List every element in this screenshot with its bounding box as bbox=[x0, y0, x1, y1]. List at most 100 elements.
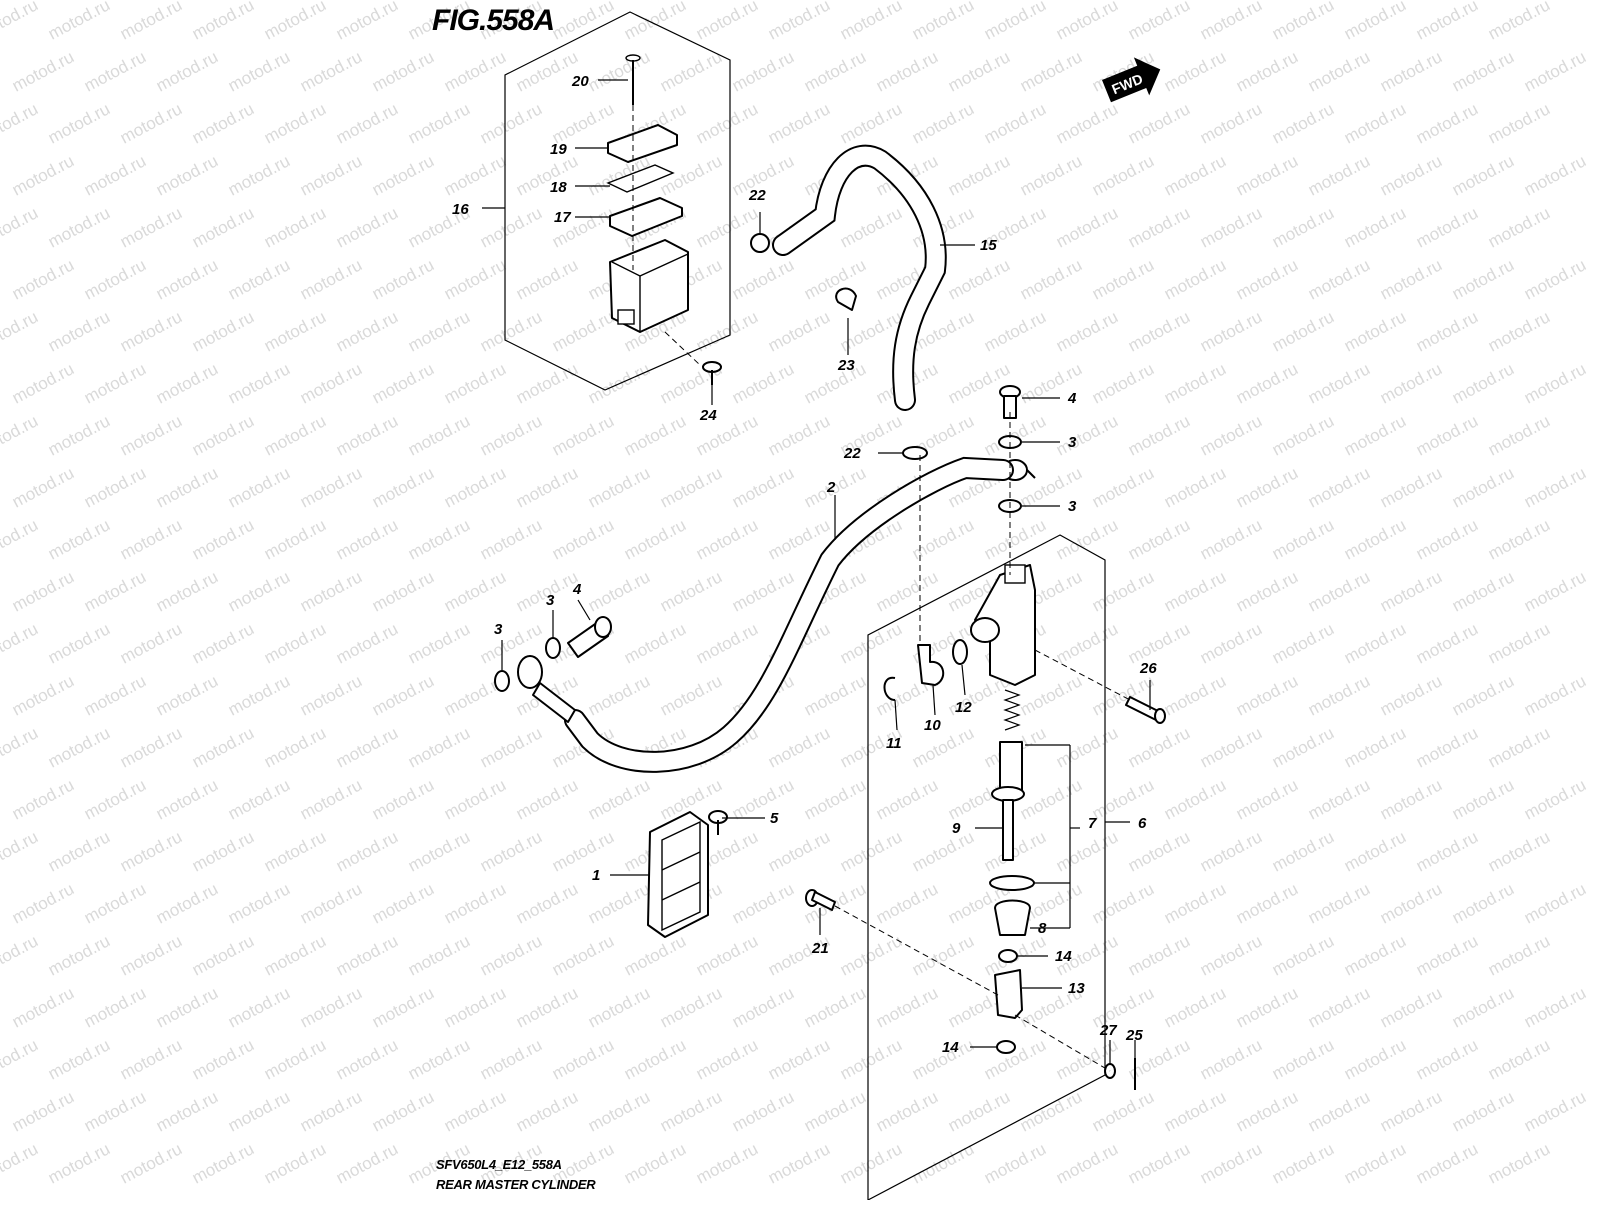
watermark-text: motod.ru bbox=[0, 1035, 41, 1083]
watermark-text: motod.ru bbox=[1089, 1087, 1157, 1135]
callout-27: 27 bbox=[1099, 1022, 1117, 1039]
watermark-text: motod.ru bbox=[1125, 203, 1193, 251]
watermark-text: motod.ru bbox=[1413, 619, 1481, 667]
watermark-text: motod.ru bbox=[369, 151, 437, 199]
watermark-text: motod.ru bbox=[45, 411, 113, 459]
watermark-text: motod.ru bbox=[1017, 47, 1085, 95]
watermark-text: motod.ru bbox=[1053, 619, 1121, 667]
watermark-text: motod.ru bbox=[117, 619, 185, 667]
watermark-text: motod.ru bbox=[729, 463, 797, 511]
watermark-text: motod.ru bbox=[693, 307, 761, 355]
watermark-text: motod.ru bbox=[0, 0, 41, 44]
watermark-text: motod.ru bbox=[1269, 931, 1337, 979]
watermark-text: motod.ru bbox=[225, 567, 293, 615]
watermark-text: motod.ru bbox=[333, 1035, 401, 1083]
watermark-text: motod.ru bbox=[189, 827, 257, 875]
watermark-text: motod.ru bbox=[369, 567, 437, 615]
watermark-text: motod.ru bbox=[1053, 411, 1121, 459]
watermark-text: motod.ru bbox=[1377, 47, 1445, 95]
callout-10: 10 bbox=[924, 717, 941, 734]
watermark-text: motod.ru bbox=[1017, 151, 1085, 199]
reservoir-body bbox=[609, 239, 689, 333]
watermark-text: motod.ru bbox=[801, 983, 869, 1031]
watermark-text: motod.ru bbox=[189, 99, 257, 147]
watermark-text: motod.ru bbox=[477, 411, 545, 459]
watermark-text: motod.ru bbox=[621, 515, 689, 563]
watermark-text: motod.ru bbox=[1449, 671, 1517, 719]
watermark-text: motod.ru bbox=[801, 1087, 869, 1135]
watermark-text: motod.ru bbox=[1521, 1087, 1589, 1135]
watermark-text: motod.ru bbox=[297, 1087, 365, 1135]
watermark-text: motod.ru bbox=[1377, 983, 1445, 1031]
watermark-text: motod.ru bbox=[189, 203, 257, 251]
watermark-text: motod.ru bbox=[9, 879, 77, 927]
watermark-text: motod.ru bbox=[621, 1139, 689, 1187]
watermark-text: motod.ru bbox=[1233, 879, 1301, 927]
watermark-text: motod.ru bbox=[81, 567, 149, 615]
watermark-text: motod.ru bbox=[1161, 983, 1229, 1031]
watermark-text: motod.ru bbox=[981, 515, 1049, 563]
part-13-clevis bbox=[994, 969, 1023, 1019]
watermark-text: motod.ru bbox=[1413, 1035, 1481, 1083]
watermark-text: motod.ru bbox=[261, 203, 329, 251]
watermark-text: motod.ru bbox=[261, 515, 329, 563]
callout-18: 18 bbox=[550, 179, 567, 196]
watermark-text: motod.ru bbox=[45, 1139, 113, 1187]
watermark-text: motod.ru bbox=[945, 255, 1013, 303]
watermark-text: motod.ru bbox=[81, 151, 149, 199]
watermark-text: motod.ru bbox=[1269, 1139, 1337, 1187]
watermark-text: motod.ru bbox=[1485, 723, 1553, 771]
watermark-text: motod.ru bbox=[45, 931, 113, 979]
watermark-text: motod.ru bbox=[297, 671, 365, 719]
watermark-text: motod.ru bbox=[225, 1087, 293, 1135]
watermark-text: motod.ru bbox=[585, 1087, 653, 1135]
part-14-nut-lower bbox=[996, 1040, 1016, 1054]
watermark-text: motod.ru bbox=[9, 671, 77, 719]
watermark-text: motod.ru bbox=[621, 0, 689, 44]
watermark-text: motod.ru bbox=[837, 619, 905, 667]
watermark-text: motod.ru bbox=[333, 203, 401, 251]
watermark-text: motod.ru bbox=[117, 307, 185, 355]
watermark-text: motod.ru bbox=[369, 47, 437, 95]
watermark-text: motod.ru bbox=[765, 411, 833, 459]
watermark-text: motod.ru bbox=[1413, 203, 1481, 251]
watermark-text: motod.ru bbox=[621, 1035, 689, 1083]
banjo-fitting-lower bbox=[517, 655, 576, 723]
callout-3: 3 bbox=[1068, 434, 1077, 451]
watermark-text: motod.ru bbox=[1161, 879, 1229, 927]
callout-14-b: 14 bbox=[942, 1039, 959, 1056]
watermark-text: motod.ru bbox=[1449, 1087, 1517, 1135]
watermark-text: motod.ru bbox=[1449, 983, 1517, 1031]
callout-3-d: 3 bbox=[546, 592, 555, 609]
callout-3-c: 3 bbox=[494, 621, 503, 638]
watermark-text: motod.ru bbox=[1125, 1139, 1193, 1187]
watermark-text: motod.ru bbox=[729, 359, 797, 407]
part-26-bolt bbox=[1125, 696, 1166, 724]
watermark-text: motod.ru bbox=[261, 619, 329, 667]
watermark-text: motod.ru bbox=[477, 203, 545, 251]
watermark-text: motod.ru bbox=[153, 983, 221, 1031]
watermark-text: motod.ru bbox=[1089, 567, 1157, 615]
watermark-text: motod.ru bbox=[909, 723, 977, 771]
watermark-text: motod.ru bbox=[45, 99, 113, 147]
callout-2: 2 bbox=[826, 479, 836, 496]
watermark-text: motod.ru bbox=[765, 827, 833, 875]
watermark-text: motod.ru bbox=[801, 47, 869, 95]
callout-19: 19 bbox=[550, 141, 567, 158]
watermark-text: motod.ru bbox=[1233, 255, 1301, 303]
watermark-text: motod.ru bbox=[549, 1035, 617, 1083]
watermark-text: motod.ru bbox=[1413, 723, 1481, 771]
watermark-text: motod.ru bbox=[1341, 99, 1409, 147]
watermark-text: motod.ru bbox=[297, 463, 365, 511]
watermark-text: motod.ru bbox=[1449, 879, 1517, 927]
watermark-text: motod.ru bbox=[117, 1139, 185, 1187]
watermark-text: motod.ru bbox=[153, 1087, 221, 1135]
watermark-text: motod.ru bbox=[1449, 775, 1517, 823]
watermark-text: motod.ru bbox=[1269, 0, 1337, 44]
watermark-text: motod.ru bbox=[1269, 1035, 1337, 1083]
watermark-text: motod.ru bbox=[1125, 723, 1193, 771]
watermark-text: motod.ru bbox=[801, 775, 869, 823]
watermark-text: motod.ru bbox=[405, 931, 473, 979]
watermark-text: motod.ru bbox=[1089, 463, 1157, 511]
watermark-text: motod.ru bbox=[261, 723, 329, 771]
